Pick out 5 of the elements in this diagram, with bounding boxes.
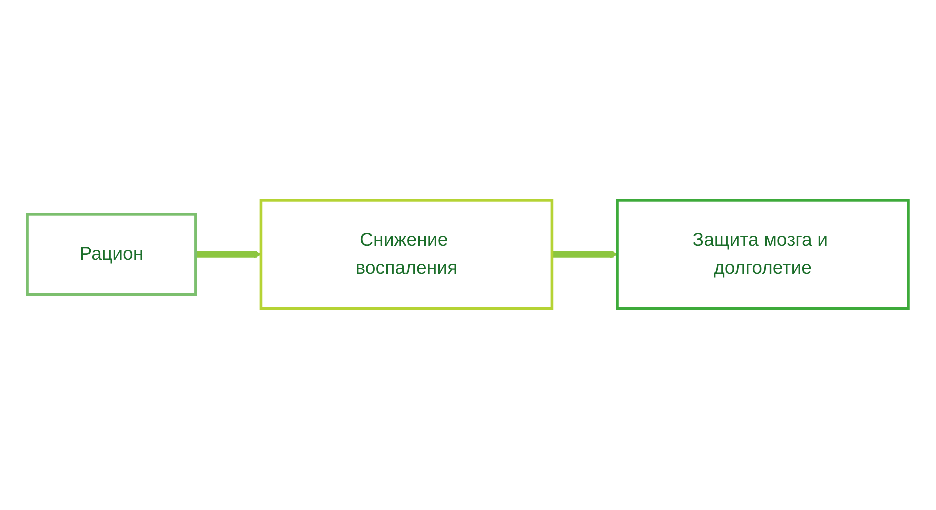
node-box: Рацион — [26, 213, 198, 296]
node-box: Защита мозга и долголетие — [616, 200, 910, 310]
arrow — [552, 250, 618, 260]
arrow — [196, 250, 262, 260]
node-box: Снижение воспаления — [260, 200, 554, 310]
